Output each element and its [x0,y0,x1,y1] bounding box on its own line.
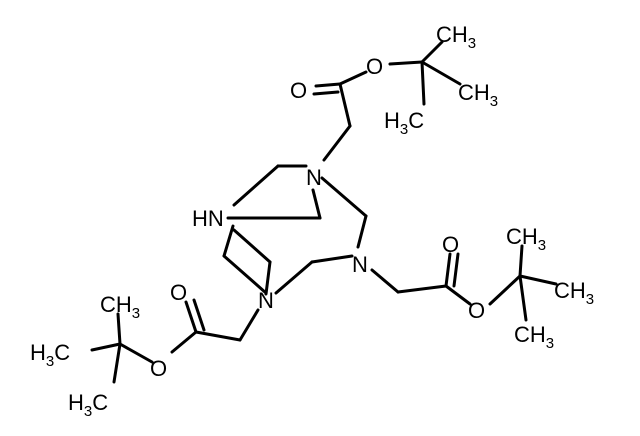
atom-n-top: N [306,165,322,190]
atom-n-right: N [352,252,368,277]
h3c-left-c-text: H3C [68,390,108,420]
bond-top-8 [420,60,462,86]
bond-ring-9 [311,188,322,220]
bond-right-9 [518,274,528,322]
bond-left-5 [170,330,198,354]
atom-ch3-right-a: CH3 [506,224,546,254]
bond-right-1 [370,268,400,294]
bond-top-2 [338,82,352,128]
ch3-top-b-text: CH3 [458,80,498,110]
bonds [90,40,558,384]
bond-top-9 [420,60,426,106]
atom-ch3-right-c: CH3 [514,322,554,352]
atom-o-carbonyl-left: O [170,280,187,305]
atom-ch3-top-a: CH3 [436,22,476,52]
atom-ch3-right-b: CH3 [554,278,594,308]
bond-ring-5 [274,260,314,295]
bond-ring-3 [222,224,235,258]
bond-top-6 [388,60,424,66]
bond-right-6 [488,274,522,306]
bond-ring-13 [264,260,272,296]
bond-right-3 [444,252,452,288]
h3c-left-a-text: H3C [30,340,70,370]
bond-left-1 [238,308,260,342]
bond-top-7 [420,40,444,64]
bond-right-8 [518,274,558,286]
bond-ring-4 [222,254,268,295]
ch3-right-b-text: CH3 [554,278,594,308]
atom-ch3-top-b: CH3 [458,80,498,110]
bond-top-1 [322,124,352,162]
atom-o-carbonyl-right: O [442,232,459,257]
atom-o-carbonyl-top: O [290,78,307,103]
bond-ring-6 [310,254,354,264]
bond-left-2 [194,330,242,342]
bond-left-6 [118,342,154,364]
bond-right-5 [444,284,472,306]
bond-left-3 [184,300,198,334]
atom-o-ester-right: O [468,298,485,323]
atom-labels: N N N HN O O CH3 CH3 H3C O O CH3 CH3 CH3… [30,22,594,420]
atom-nh: HN [192,206,224,231]
ch3-left-b-text: CH3 [100,292,140,322]
bond-ring-7 [356,214,368,249]
bond-left-7 [90,342,122,352]
bond-ring-8 [320,176,368,218]
bond-right-4 [452,252,460,288]
bond-ring-2 [232,164,280,207]
atom-h3c-left-a: H3C [30,340,70,370]
ch3-top-a-text: CH3 [436,22,476,52]
atom-h3c-top-c: H3C [384,108,424,138]
ch3-right-c-text: CH3 [514,322,554,352]
bond-top-5 [338,70,368,86]
h3c-top-c-text: H3C [384,108,424,138]
bond-top-3 [314,82,342,88]
bond-left-9 [112,342,122,384]
atom-h3c-left-c: H3C [68,390,108,420]
atom-n-bottom: N [258,288,274,313]
bond-right-7 [518,244,524,278]
bond-top-4 [312,90,340,96]
bond-left-8 [116,312,122,346]
atom-o-ester-top: O [366,54,383,79]
bond-left-4 [192,298,206,332]
ch3-right-a-text: CH3 [506,224,546,254]
bond-right-2 [396,284,448,294]
bond-ring-12 [232,228,272,264]
atom-o-ester-left: O [150,356,167,381]
atom-ch3-left-b: CH3 [100,292,140,322]
